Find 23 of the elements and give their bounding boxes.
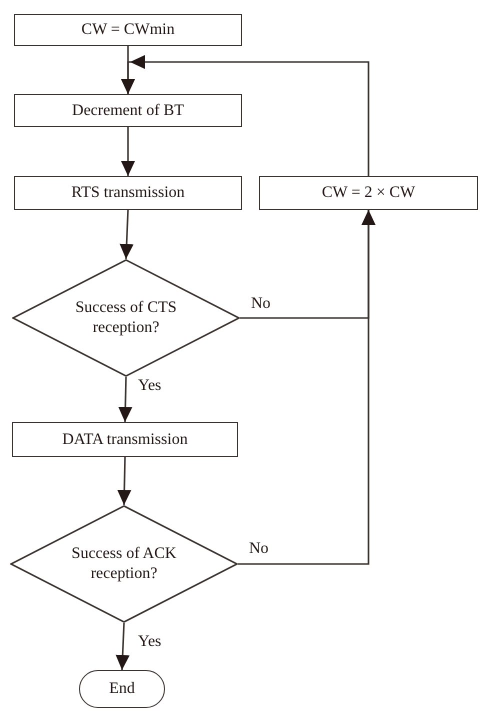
- arrow: [121, 55, 370, 176]
- arrow: [120, 210, 134, 260]
- process-box: [14, 176, 242, 210]
- process-box: [14, 14, 242, 46]
- decision-diamond: [10, 505, 238, 623]
- node-label: CW = 2 × CW: [322, 183, 416, 203]
- process-box: [12, 422, 238, 457]
- node-label: Success of CTS reception?: [74, 298, 178, 338]
- arrow: [118, 376, 132, 422]
- node-label: Success of ACK reception?: [70, 544, 178, 584]
- node-label: End: [109, 679, 135, 699]
- process-box: [259, 176, 478, 210]
- terminal-box: [79, 670, 165, 708]
- decision-diamond: [12, 259, 240, 377]
- node-label: Decrement of BT: [72, 100, 184, 120]
- arrow: [117, 456, 132, 506]
- node-label: DATA transmission: [62, 430, 188, 450]
- arrow: [238, 210, 376, 565]
- node-label: CW = CWmin: [81, 20, 175, 40]
- node-label: RTS transmission: [71, 183, 185, 203]
- process-box: [14, 94, 242, 127]
- arrow: [116, 622, 130, 670]
- arrow: [121, 127, 135, 176]
